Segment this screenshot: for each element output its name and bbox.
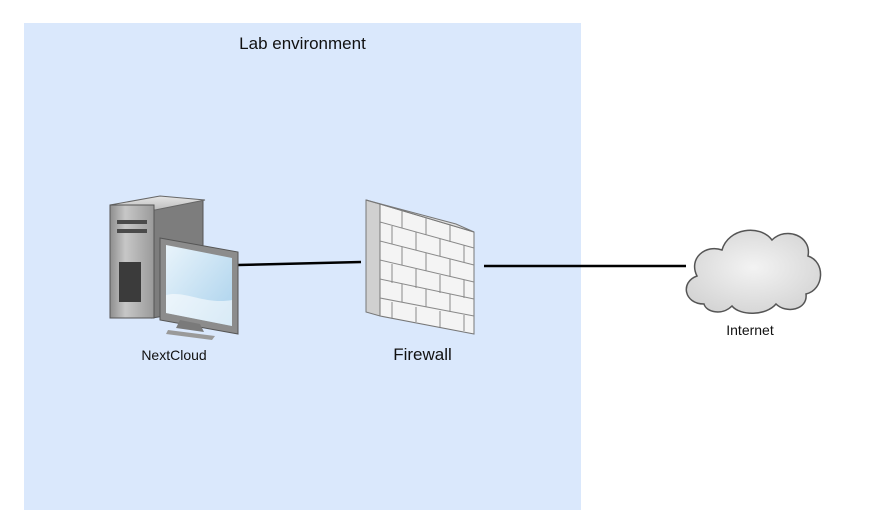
server-label: NextCloud xyxy=(141,347,207,363)
lab-environment-title: Lab environment xyxy=(239,34,366,53)
firewall-icon xyxy=(365,199,475,335)
internet-label: Internet xyxy=(726,322,774,338)
cloud-icon xyxy=(685,229,822,314)
link-server-firewall xyxy=(237,260,362,267)
server-workstation-icon xyxy=(109,195,239,340)
firewall-label: Firewall xyxy=(393,345,452,364)
